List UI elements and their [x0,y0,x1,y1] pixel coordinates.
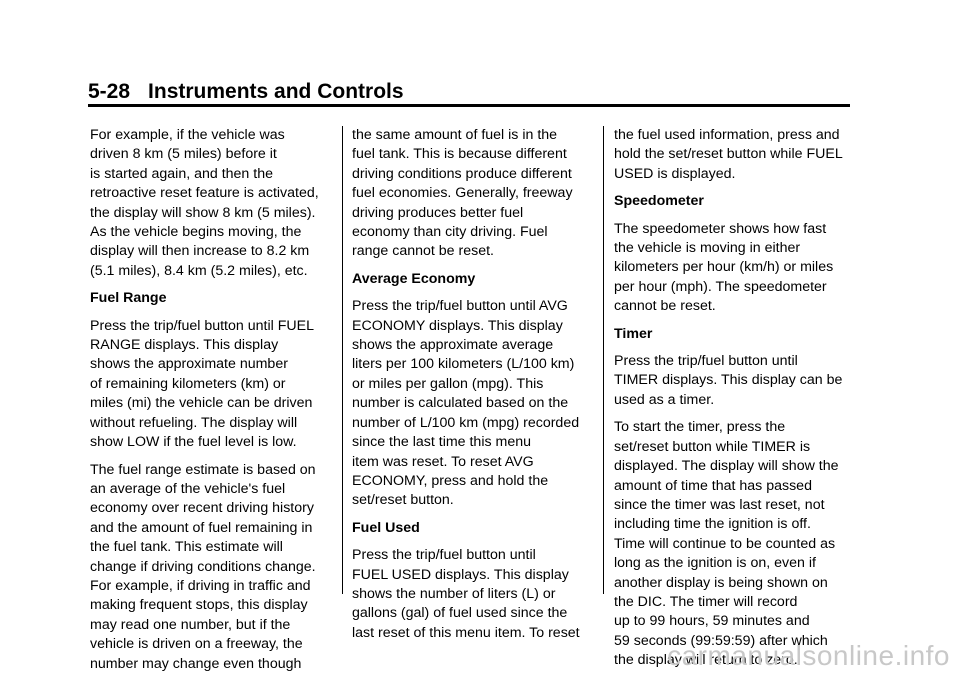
text-line: fuel economies. Generally, freeway [352,185,573,202]
text-line: TIMER displays. This display can be [614,372,843,389]
text-line: The fuel range estimate is based on [90,461,316,478]
text-line: the fuel tank. This estimate will [90,539,283,556]
section-heading: Speedometer [614,193,704,210]
text-line: number may change even though [90,655,302,672]
text-line: As the vehicle begins moving, the [90,224,302,241]
page-header: 5-28 Instruments and Controls [88,80,404,104]
text-line: ECONOMY displays. This display [352,317,563,334]
text-line: since the timer was last reset, not [614,496,825,513]
text-line: set/reset button. [352,492,454,509]
text-line: displayed. The display will show the [614,458,839,475]
text-line: driving conditions produce different [352,165,572,182]
text-line: another display is being shown on [614,574,828,591]
text-line: long as the ignition is on, even if [614,555,816,572]
column-divider-2 [603,126,604,594]
text-line: display will then increase to 8.2 km [90,243,310,260]
text-line: driven 8 km (5 miles) before it [90,146,277,163]
text-line: up to 99 hours, 59 minutes and [614,613,810,630]
text-line: Press the trip/fuel button until [352,547,536,564]
text-line: shows the approximate number [90,356,288,373]
text-line: change if driving conditions change. [90,558,316,575]
text-line: liters per 100 kilometers (L/100 km) [352,356,575,373]
text-line: shows the number of liters (L) or [352,585,556,602]
text-line: number is calculated based on the [352,395,569,412]
text-line: The speedometer shows how fast [614,220,827,237]
text-line: show LOW if the fuel level is low. [90,434,297,451]
section-heading: Fuel Range [90,290,167,307]
column-3: the fuel used information, press and hold… [614,126,854,679]
header-rule [88,104,850,107]
text-line: since the last time this menu [352,434,531,451]
text-line: or miles per gallon (mpg). This [352,375,544,392]
paragraph: For example, if the vehicle was driven 8 … [90,126,340,281]
text-line: and the amount of fuel remaining in [90,519,313,536]
text-line: For example, if driving in traffic and [90,577,311,594]
text-line: may read one number, but if the [90,616,291,633]
column-2: the same amount of fuel is in the fuel ta… [352,126,596,651]
text-line: shows the approximate average [352,337,554,354]
paragraph: The speedometer shows how fast the vehicl… [614,220,854,317]
paragraph: To start the timer, press the set/reset b… [614,418,854,670]
paragraph: The fuel range estimate is based on an av… [90,461,340,674]
text-line: number of L/100 km (mpg) recorded [352,414,580,431]
text-line: including time the ignition is off. [614,516,811,533]
text-line: For example, if the vehicle was [90,127,285,143]
text-line: kilometers per hour (km/h) or miles [614,259,834,276]
text-line: an average of the vehicle's fuel [90,480,286,497]
text-line: the display will return to zero. [614,652,798,669]
page-number: 5-28 [88,80,131,103]
text-line: Time will continue to be counted as [614,535,836,552]
text-line: (5.1 miles), 8.4 km (5.2 miles), etc. [90,262,308,279]
text-line: is started again, and then the [90,165,273,182]
text-line: last reset of this menu item. To reset [352,624,580,641]
paragraph: Press the trip/fuel button until FUEL RAN… [90,317,340,453]
column-1: For example, if the vehicle was driven 8 … [90,126,340,682]
text-line: without refueling. The display will [90,414,298,431]
text-line: the display will show 8 km (5 miles). [90,204,316,221]
text-line: Press the trip/fuel button until AVG [352,298,568,315]
paragraph: the same amount of fuel is in the fuel ta… [352,126,596,262]
text-line: cannot be reset. [614,298,716,315]
section-heading: Average Economy [352,270,476,287]
section-heading: Timer [614,325,653,342]
watermark: carmanualsonline.info [667,640,950,671]
text-line: used as a timer. [614,391,715,408]
text-line: FUEL USED displays. This display [352,566,569,583]
text-line: hold the set/reset button while FUEL [614,146,843,163]
text-line: Press the trip/fuel button until FUEL [90,317,314,334]
text-line: 59 seconds (99:59:59) after which [614,632,828,649]
text-line: making frequent stops, this display [90,597,308,614]
text-line: To start the timer, press the [614,419,786,436]
section-title: Instruments and Controls [148,80,404,103]
text-line: range cannot be reset. [352,243,494,260]
text-line: ECONOMY, press and hold the [352,472,549,489]
text-line: fuel tank. This is because different [352,146,567,163]
text-line: vehicle is driven on a freeway, the [90,636,303,653]
text-line: the DIC. The timer will record [614,593,798,610]
text-line: economy over recent driving history [90,500,314,517]
text-line: Press the trip/fuel button until [614,353,798,370]
section-heading: Fuel Used [352,519,420,536]
paragraph: Press the trip/fuel button until AVG ECON… [352,297,596,510]
text-line: the vehicle is moving in either [614,240,801,257]
text-line: RANGE displays. This display [90,337,279,354]
text-line: set/reset button while TIMER is [614,438,811,455]
text-line: driving produces better fuel [352,204,524,221]
text-line: of remaining kilometers (km) or [90,375,286,392]
text-line: retroactive reset feature is activated, [90,185,319,202]
paragraph: the fuel used information, press and hold… [614,126,854,184]
text-line: USED is displayed. [614,165,736,182]
column-divider-1 [342,126,343,594]
text-line: miles (mi) the vehicle can be driven [90,395,313,412]
text-line: gallons (gal) of fuel used since the [352,605,568,622]
text-line: per hour (mph). The speedometer [614,278,827,295]
text-line: amount of time that has passed [614,477,812,494]
text-line: the fuel used information, press and [614,127,840,143]
text-line: item was reset. To reset AVG [352,453,534,470]
text-line: the same amount of fuel is in the [352,127,558,143]
text-line: economy than city driving. Fuel [352,224,548,241]
